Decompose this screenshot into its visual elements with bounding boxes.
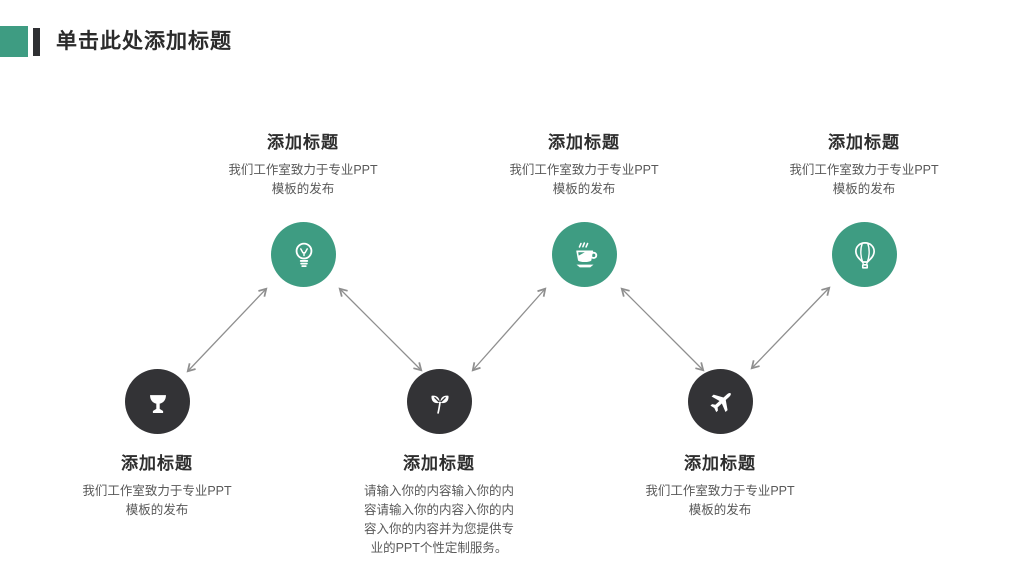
arrow-top1-bottom2 bbox=[338, 287, 423, 372]
node-bottom1-circle bbox=[125, 369, 190, 434]
node-top3-text: 添加标题 我们工作室致力于专业PPT 模板的发布 bbox=[749, 128, 979, 199]
node-top3-circle bbox=[832, 222, 897, 287]
node-title: 添加标题 bbox=[121, 454, 193, 473]
arrow-bottom2-top2 bbox=[471, 287, 547, 372]
node-bottom1-text: 添加标题 我们工作室致力于专业PPT 模板的发布 bbox=[42, 449, 272, 520]
node-top1-text: 添加标题 我们工作室致力于专业PPT 模板的发布 bbox=[188, 128, 418, 199]
node-description: 请输入你的内容输入你的内 容请输入你的内容入你的内 容入你的内容并为您提供专 业… bbox=[363, 484, 514, 555]
node-description: 我们工作室致力于专业PPT 模板的发布 bbox=[82, 484, 232, 517]
node-bottom3-circle bbox=[688, 369, 753, 434]
arrow-bottom1-top1 bbox=[186, 287, 268, 373]
node-bottom3-text: 添加标题 我们工作室致力于专业PPT 模板的发布 bbox=[605, 449, 835, 520]
header-accent-bar bbox=[33, 28, 40, 56]
airplane-icon bbox=[709, 392, 731, 412]
node-title: 添加标题 bbox=[548, 133, 620, 152]
lightbulb-icon bbox=[295, 242, 312, 267]
node-top2-circle bbox=[552, 222, 617, 287]
leaves-icon bbox=[430, 395, 449, 414]
header-accent-square bbox=[0, 26, 28, 57]
node-title: 添加标题 bbox=[403, 454, 475, 473]
arrow-bottom3-top3 bbox=[750, 286, 831, 370]
node-top1-circle bbox=[271, 222, 336, 287]
node-title: 添加标题 bbox=[684, 454, 756, 473]
node-description: 我们工作室致力于专业PPT 模板的发布 bbox=[789, 163, 939, 196]
node-description: 我们工作室致力于专业PPT 模板的发布 bbox=[509, 163, 659, 196]
arrow-top2-bottom3 bbox=[620, 287, 705, 372]
goblet-icon bbox=[149, 394, 166, 413]
node-description: 我们工作室致力于专业PPT 模板的发布 bbox=[228, 163, 378, 196]
node-top2-text: 添加标题 我们工作室致力于专业PPT 模板的发布 bbox=[469, 128, 699, 199]
node-title: 添加标题 bbox=[267, 133, 339, 152]
node-bottom2-circle bbox=[407, 369, 472, 434]
slide-title-placeholder: 单击此处添加标题 bbox=[56, 30, 232, 53]
node-title: 添加标题 bbox=[828, 133, 900, 152]
node-bottom2-text: 添加标题 请输入你的内容输入你的内 容请输入你的内容入你的内 容入你的内容并为您… bbox=[324, 449, 554, 558]
coffee-cup-icon bbox=[575, 241, 597, 267]
hot-air-balloon-icon bbox=[854, 241, 875, 269]
node-description: 我们工作室致力于专业PPT 模板的发布 bbox=[645, 484, 795, 517]
